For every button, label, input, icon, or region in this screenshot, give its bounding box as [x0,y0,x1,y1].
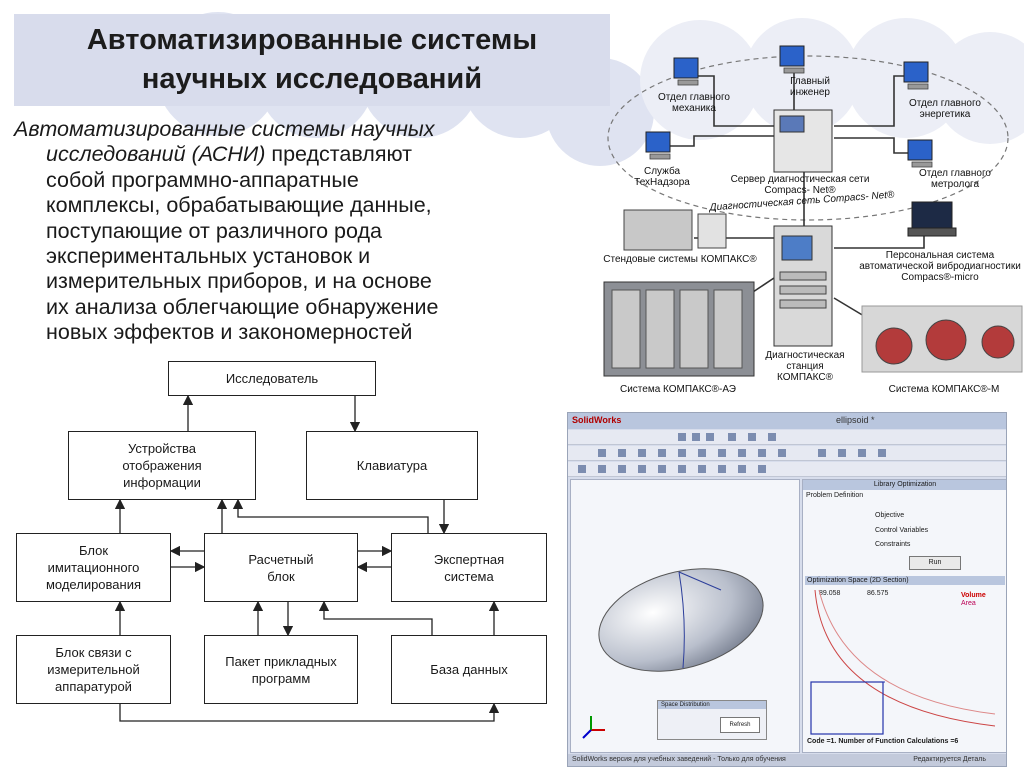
objective-label: Objective [875,512,905,519]
problem-definition-label: Problem Definition [806,492,864,499]
run-button[interactable]: Run [909,556,961,570]
space-distribution-title: Space Distribution [658,701,766,709]
sv-value: 86.575 [867,590,889,597]
document-name: ellipsoid * [836,415,875,425]
status-left: SolidWorks версия для учебных заведений … [572,756,786,763]
solidworks-screenshot: SolidWorks ellipsoid * [567,412,1007,767]
network-diagram: Отдел главного механика Главный инженер … [594,28,1024,400]
body-line-4: комплексы, обрабатывающие данные, [46,193,432,218]
flowchart-connectors [114,394,500,722]
optimization-plot [810,589,996,735]
legend-area: Area [961,600,976,607]
refresh-button[interactable]: Refresh [720,717,760,733]
node-researcher: Исследователь [168,361,376,396]
node-expert-system: Экспертная система [391,533,547,602]
toolbar-row-1 [568,430,1006,445]
label-chief-metrology: Отдел главного метролога [919,168,991,190]
library-optimization-panel: Library Optimization Problem Definition … [802,479,1006,753]
title-line-1: Автоматизированные системы [86,24,538,56]
status-bar: SolidWorks версия для учебных заведений … [568,754,1006,766]
node-application-packages: Пакет прикладных программ [204,635,358,704]
node-database: База данных [391,635,547,704]
body-line-1: Автоматизированные системы научных [14,117,435,141]
label-bench-systems: Стендовые системы КОМПАКС® [603,254,757,265]
network-diagram-graphics [603,45,1023,377]
toolbar-row-3 [568,462,1006,477]
legend-volume: Volume [961,592,986,599]
graphics-viewport[interactable]: Space Distribution Refresh [570,479,800,753]
node-display-devices: Устройства отображения информации [68,431,256,500]
toolbar-icons [578,433,886,473]
node-simulation-block: Блок имитационного моделирования [16,533,171,602]
solidworks-titlebar: SolidWorks ellipsoid * [568,413,1006,429]
node-compute-block: Расчетный блок [204,533,358,602]
status-right: Редактируется Деталь [913,756,986,763]
title-line-2: научных исследований [141,63,483,95]
solidworks-logo: SolidWorks [572,415,622,425]
body-line-3: собой программно-аппаратные [46,167,359,192]
body-line-9: новых эффектов и закономерностей [46,320,413,345]
body-line-5: поступающие от различного рода [46,218,382,243]
flowchart: Исследователь Устройства отображения инф… [0,355,570,735]
panel-title: Library Optimization [803,480,1006,490]
label-tech-supervision: Служба ТехНадзора [634,166,690,188]
toolbar-row-2 [568,446,1006,461]
label-system-ae: Система КОМПАКС®-АЭ [619,384,736,395]
sw-value: 89.058 [819,590,841,597]
label-chief-energy: Отдел главного энергетика [909,98,981,120]
node-instrument-interface: Блок связи с измерительной аппаратурой [16,635,171,704]
node-keyboard: Клавиатура [306,431,478,500]
function-calc-line: Code =1. Number of Function Calculations… [807,738,959,745]
label-chief-mechanic: Отдел главного механика [658,92,730,114]
body-line-7: измерительных приборов, и на основе [46,269,432,294]
slide-body-text: Автоматизированные системы научных иссле… [14,117,574,346]
space-distribution-dialog: Space Distribution Refresh [657,700,767,740]
control-variables-label: Control Variables [875,527,929,534]
label-system-m: Система КОМПАКС®-М [888,384,1000,395]
label-chief-engineer: Главный инженер [789,76,830,98]
constraints-label: Constraints [875,541,911,548]
body-line-2-italic: исследований (АСНИ) [46,142,266,167]
slide-title: Автоматизированные системы научных иссле… [14,14,610,106]
optimization-space-title: Optimization Space (2D Section) [805,576,1005,585]
body-line-2-rest: представляют [265,142,412,167]
label-personal-system: Персональная система автоматической вибр… [859,250,1021,283]
body-line-8: их анализа облегчающие обнаружение [46,294,439,319]
label-diagnostic-station: Диагностическая станция КОМПАКС® [765,350,845,383]
label-server: Сервер диагностическая сети Compacs- Net… [730,174,870,196]
ellipsoid-model [582,568,764,739]
body-line-6: экспериментальных установок и [46,244,371,269]
